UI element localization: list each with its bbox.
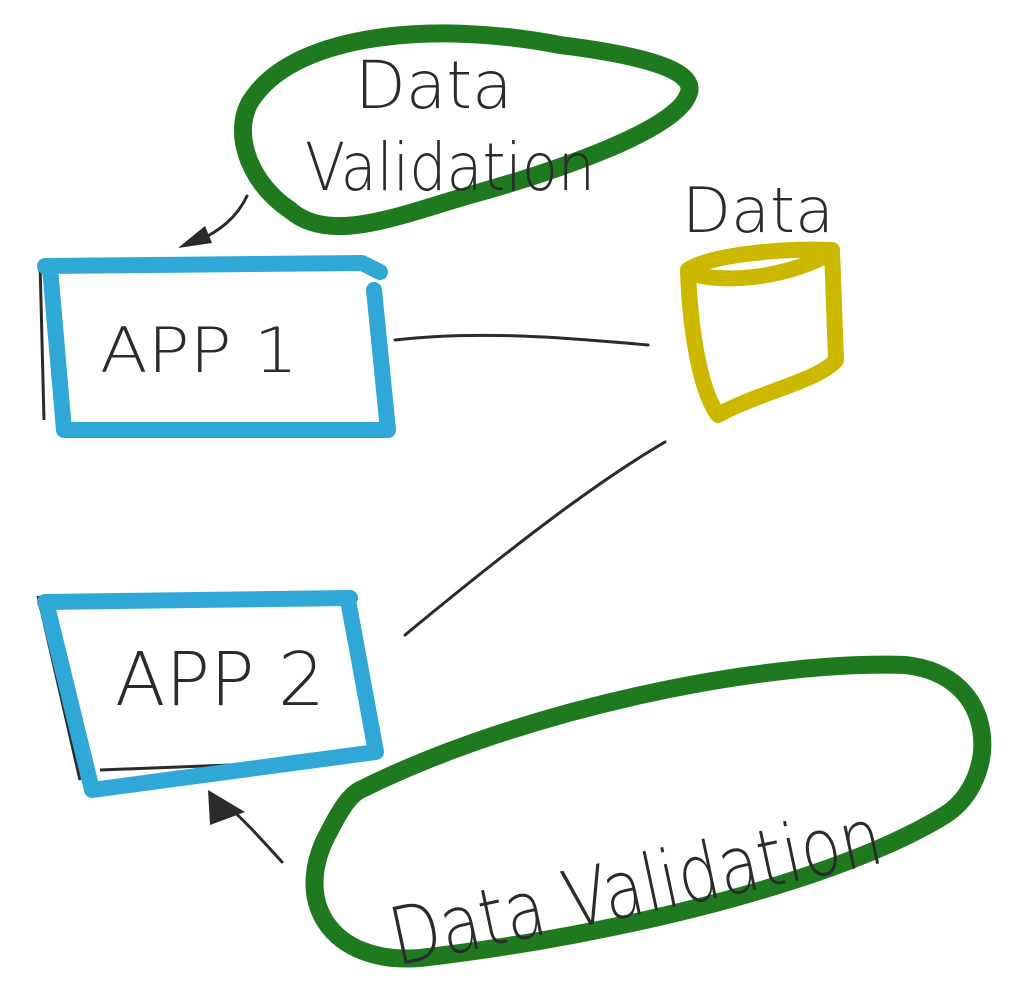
edge-app1-to-data bbox=[393, 333, 650, 347]
data-store-node[interactable]: Data bbox=[680, 174, 844, 423]
app2-outline bbox=[37, 590, 384, 798]
validation-top-outline bbox=[233, 24, 699, 236]
validation-top-label-line2: Validation bbox=[305, 129, 595, 206]
edge-data-to-app2 bbox=[403, 440, 667, 637]
app1-outline bbox=[37, 255, 396, 438]
edge-validation-bottom-to-app2 bbox=[208, 790, 284, 864]
app2-label: APP 2 bbox=[115, 637, 325, 723]
arrowhead-icon bbox=[178, 226, 212, 248]
app1-label: APP 1 bbox=[100, 314, 298, 387]
data-store-label: Data bbox=[682, 174, 834, 247]
app2-node[interactable]: APP 2 bbox=[36, 590, 384, 798]
data-store-outline bbox=[680, 241, 844, 423]
validation-bottom-label: Data Validation bbox=[382, 789, 890, 982]
edge-validation-top-to-app1 bbox=[178, 194, 249, 248]
app1-node[interactable]: APP 1 bbox=[37, 255, 396, 438]
arrowhead-icon bbox=[208, 790, 245, 825]
validation-top-node[interactable]: Data Validation bbox=[233, 24, 699, 236]
validation-bottom-outline bbox=[305, 655, 992, 968]
validation-bottom-node[interactable]: Data Validation bbox=[305, 655, 992, 982]
validation-top-label-line1: Data bbox=[355, 47, 513, 124]
